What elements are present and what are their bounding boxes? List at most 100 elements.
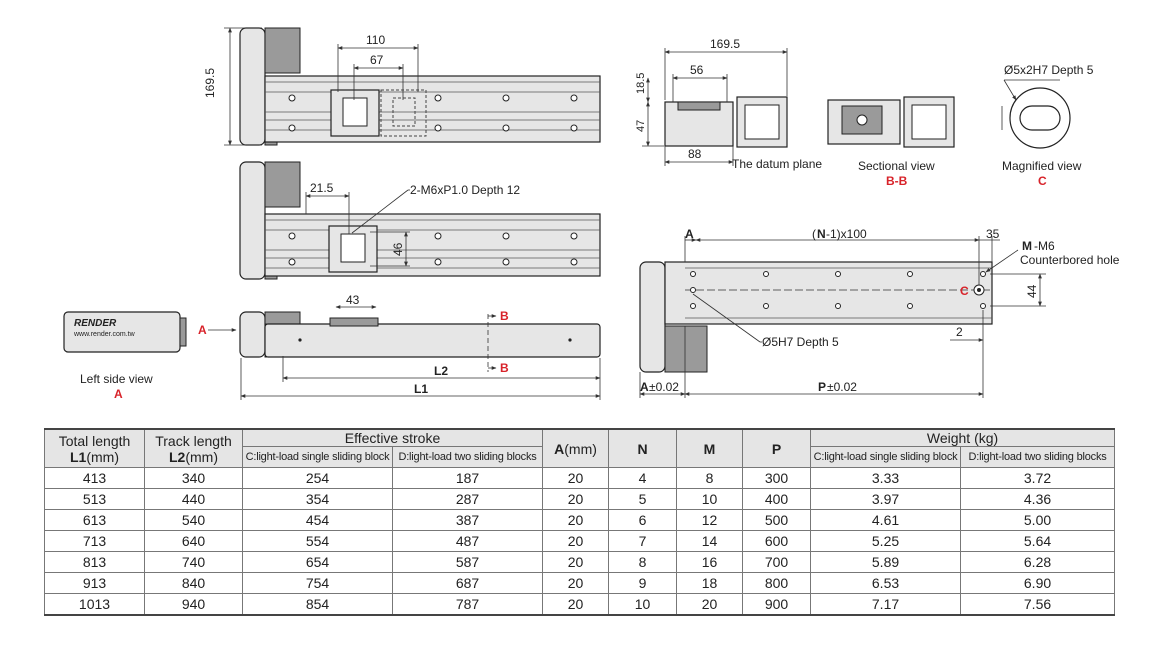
sectional-view-tag: B-B [886, 174, 908, 188]
magnified-view-label: Magnified view [1002, 159, 1082, 173]
table-cell: 187 [391, 467, 544, 489]
specification-table: Total length L1(mm) Track length L2(mm) … [44, 428, 1116, 616]
table-cell: 713 [44, 530, 145, 552]
table-cell: 8 [676, 467, 744, 489]
dim-p-tolerance: ±0.02 [827, 380, 857, 394]
table-cell: 640 [144, 530, 243, 552]
table-cell: 287 [391, 488, 544, 510]
top-view-2: 21.5 2-M6xP1.0 Depth 12 46 [239, 161, 601, 280]
table-cell: 754 [242, 572, 393, 594]
table-cell: 18 [676, 572, 744, 594]
table-cell: 20 [542, 509, 610, 531]
header-l1: L1 [70, 448, 87, 465]
header-p-text: P [771, 440, 782, 457]
table-cell: 340 [144, 467, 243, 489]
left-side-view-tag: A [114, 387, 123, 401]
header-weight-d: D:light-load two sliding blocks [960, 446, 1116, 468]
table-cell: 413 [44, 467, 145, 489]
table-cell: 440 [144, 488, 243, 510]
section-mark-b-top: B [500, 309, 509, 323]
header-a: A(mm) [542, 428, 610, 468]
dim-43: 43 [346, 293, 360, 307]
m6-label: -M6 [1034, 239, 1055, 253]
header-a-unit: (mm) [564, 440, 597, 457]
table-cell: 900 [742, 593, 812, 616]
table-cell: 540 [144, 509, 243, 531]
tap-hole-note: 2-M6xP1.0 Depth 12 [410, 183, 520, 197]
table-cell: 500 [742, 509, 812, 531]
table-cell: 400 [742, 488, 812, 510]
dim-a-top: A [685, 227, 694, 241]
table-cell: 20 [542, 551, 610, 573]
dim-67: 67 [370, 53, 384, 67]
table-cell: 940 [144, 593, 243, 616]
table-cell: 813 [44, 551, 145, 573]
table-cell: 613 [44, 509, 145, 531]
technical-drawing: 169.5 110 67 21.5 2-M6xP1.0 Depth 12 [63, 27, 1120, 401]
table-cell: 600 [742, 530, 812, 552]
table-cell: 9 [608, 572, 678, 594]
header-l2: L2 [169, 448, 186, 465]
counterbored-label: Counterbored hole [1020, 253, 1120, 267]
header-m-text: M [703, 440, 716, 457]
table-cell: 787 [391, 593, 544, 616]
pitch-rest: -1)x100 [826, 227, 867, 241]
header-stroke-c: C:light-load single sliding block [242, 446, 393, 468]
table-cell: 4.36 [960, 488, 1116, 510]
header-weight-c: C:light-load single sliding block [810, 446, 962, 468]
table-cell: 10 [676, 488, 744, 510]
table-cell: 3.33 [810, 467, 962, 489]
table-cell: 800 [742, 572, 812, 594]
header-n-text: N [637, 440, 648, 457]
header-p: P [742, 428, 812, 468]
table-cell: 14 [676, 530, 744, 552]
brand-logo: RENDER [74, 318, 117, 329]
end-view: 169.5 56 18.5 47 88 The datum plane [635, 37, 822, 171]
table-cell: 20 [542, 572, 610, 594]
header-track-length-text: Track length [155, 432, 232, 449]
header-m: M [676, 428, 744, 468]
datum-plane-label: The datum plane [732, 157, 822, 171]
dim-110: 110 [366, 33, 385, 47]
left-side-view: RENDER www.render.com.tw Left side view … [63, 311, 187, 401]
table-cell: 20 [542, 593, 610, 616]
table-cell: 300 [742, 467, 812, 489]
dim-21-5: 21.5 [310, 181, 334, 195]
dim-88: 88 [688, 147, 702, 161]
brand-website: www.render.com.tw [73, 331, 136, 338]
table-cell: 513 [44, 488, 145, 510]
dim-p: P [818, 380, 826, 394]
dim-35: 35 [986, 227, 1000, 241]
dim-56: 56 [690, 63, 704, 77]
table-cell: 687 [391, 572, 544, 594]
table-cell: 20 [542, 467, 610, 489]
dim-169-5-vertical: 169.5 [203, 68, 217, 98]
table-cell: 5.89 [810, 551, 962, 573]
table-cell: 4.61 [810, 509, 962, 531]
table-cell: 554 [242, 530, 393, 552]
dim-18-5: 18.5 [635, 73, 647, 94]
dim-44: 44 [1025, 284, 1039, 298]
section-mark-b-bottom: B [500, 361, 509, 375]
table-cell: 454 [242, 509, 393, 531]
table-cell: 7.17 [810, 593, 962, 616]
table-cell: 6.53 [810, 572, 962, 594]
top-view-1: 169.5 110 67 [203, 27, 601, 146]
pitch-n: N [817, 227, 826, 241]
header-stroke-d: D:light-load two sliding blocks [391, 446, 544, 468]
table-cell: 740 [144, 551, 243, 573]
magnified-view-tag: C [1038, 174, 1047, 188]
table-cell: 1013 [44, 593, 145, 616]
table-cell: 587 [391, 551, 544, 573]
table-cell: 20 [542, 488, 610, 510]
header-total-length-text: Total length [58, 432, 131, 449]
header-l1-unit: (mm) [86, 448, 119, 465]
dim-46: 46 [391, 242, 405, 256]
header-total-length: Total length L1(mm) [44, 428, 145, 468]
dim-47: 47 [635, 120, 647, 132]
table-cell: 5.00 [960, 509, 1116, 531]
